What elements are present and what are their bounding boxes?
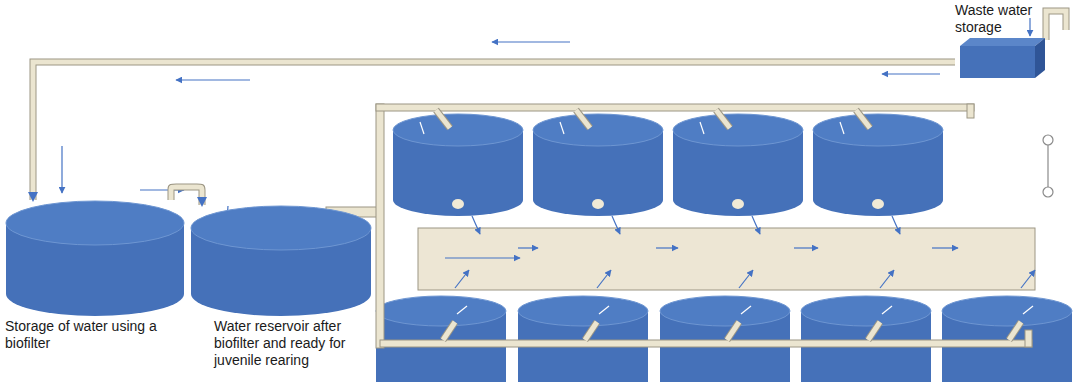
spout-pipe bbox=[436, 110, 450, 128]
spout-pipe bbox=[727, 322, 739, 340]
water-tank: Storage of water using a biofilter bbox=[5, 200, 185, 352]
inflow-arrow bbox=[840, 122, 844, 134]
inflow-arrow bbox=[560, 122, 564, 134]
pipe bbox=[1046, 11, 1066, 40]
pipe-outline bbox=[33, 62, 955, 200]
flow-arrow bbox=[176, 79, 250, 80]
tank-top bbox=[942, 296, 1072, 326]
pipe bbox=[967, 104, 974, 118]
pipe bbox=[1046, 11, 1066, 40]
inflow-arrow bbox=[1023, 306, 1033, 314]
tank-caption: Storage of water using a biofilter bbox=[5, 318, 185, 352]
drain-hole bbox=[592, 199, 604, 209]
box-outline bbox=[955, 38, 1055, 80]
tank-top bbox=[6, 201, 184, 245]
tank-top bbox=[673, 114, 803, 146]
spout-pipe bbox=[443, 322, 455, 340]
storage-box: Waste water storage bbox=[955, 2, 1055, 80]
flow-arrow bbox=[597, 270, 611, 288]
flow-arrow bbox=[472, 216, 480, 234]
spout-pipe bbox=[716, 110, 730, 128]
flow-arrow bbox=[1021, 270, 1035, 288]
tank-caption: Waste water storage bbox=[955, 2, 1035, 36]
tank-top bbox=[660, 296, 790, 326]
inflow-arrow bbox=[700, 122, 704, 134]
flow-arrow bbox=[794, 247, 818, 248]
flow-arrow bbox=[932, 247, 958, 248]
inflow-arrow bbox=[741, 306, 751, 314]
spout-pipe bbox=[443, 322, 455, 340]
caption-block: Water reservoir after biofilter and read… bbox=[190, 318, 372, 369]
pipe-connector bbox=[171, 187, 202, 205]
spout-pipe bbox=[585, 322, 597, 340]
inflow-arrow bbox=[420, 122, 424, 134]
box-front bbox=[960, 46, 1035, 78]
flow-arrow bbox=[612, 216, 620, 234]
flow-arrow bbox=[752, 216, 760, 234]
flow-arrow bbox=[882, 73, 940, 74]
tank-top bbox=[813, 114, 943, 146]
pump-symbol bbox=[1043, 187, 1053, 197]
tank-top bbox=[518, 296, 648, 326]
spout-pipe bbox=[856, 110, 870, 128]
flow-arrow bbox=[739, 270, 753, 288]
spout-pipe bbox=[436, 110, 450, 128]
flow-arrow bbox=[445, 257, 520, 258]
pipe-outline bbox=[171, 187, 202, 205]
inflow-arrow bbox=[457, 306, 467, 314]
pipe-connector bbox=[33, 62, 955, 200]
flow-arrow bbox=[61, 146, 62, 193]
spout-pipe bbox=[576, 110, 590, 128]
inflow-arrow bbox=[599, 306, 609, 314]
spout-pipe bbox=[727, 322, 739, 340]
flow-arrow bbox=[656, 247, 678, 248]
tank-top bbox=[393, 114, 523, 146]
tank-top bbox=[376, 296, 506, 326]
flow-arrow bbox=[492, 41, 570, 42]
spout-pipe bbox=[585, 322, 597, 340]
spout-pipe bbox=[868, 322, 880, 340]
spout-pipe bbox=[1009, 322, 1021, 340]
tank-top bbox=[191, 206, 371, 250]
pipe bbox=[1025, 330, 1032, 347]
pipe bbox=[380, 340, 1032, 347]
spout-pipe bbox=[868, 322, 880, 340]
drain-trough bbox=[418, 228, 1035, 290]
spout-pipe bbox=[576, 110, 590, 128]
drain-hole bbox=[452, 199, 464, 209]
pipe-core bbox=[171, 187, 202, 205]
tank-top bbox=[533, 114, 663, 146]
spout-pipe bbox=[1009, 322, 1021, 340]
pipe bbox=[376, 104, 384, 348]
tank-outline bbox=[190, 205, 372, 318]
rearing-tanks bbox=[376, 114, 1072, 382]
flow-arrow bbox=[518, 247, 538, 248]
box-side bbox=[1035, 38, 1045, 78]
caption-block: Waste water storage bbox=[955, 2, 1055, 36]
inflow-arrow bbox=[882, 306, 892, 314]
flow-arrow bbox=[1029, 18, 1030, 36]
pipe-core bbox=[33, 62, 955, 200]
water-tank: Water reservoir after biofilter and read… bbox=[190, 205, 372, 369]
drain-hole bbox=[872, 199, 884, 209]
tank-outline bbox=[5, 200, 185, 318]
box-top bbox=[960, 38, 1045, 46]
drain-hole bbox=[732, 199, 744, 209]
pipe bbox=[376, 104, 974, 111]
spout-pipe bbox=[716, 110, 730, 128]
flow-arrow bbox=[880, 270, 894, 288]
tank-caption: Water reservoir after biofilter and read… bbox=[214, 318, 372, 369]
flow-arrow bbox=[455, 270, 469, 288]
pump-symbol bbox=[1043, 135, 1053, 145]
caption-block: Storage of water using a biofilter bbox=[5, 318, 185, 352]
tank-top bbox=[801, 296, 931, 326]
spout-pipe bbox=[856, 110, 870, 128]
flow-arrow bbox=[892, 216, 900, 234]
